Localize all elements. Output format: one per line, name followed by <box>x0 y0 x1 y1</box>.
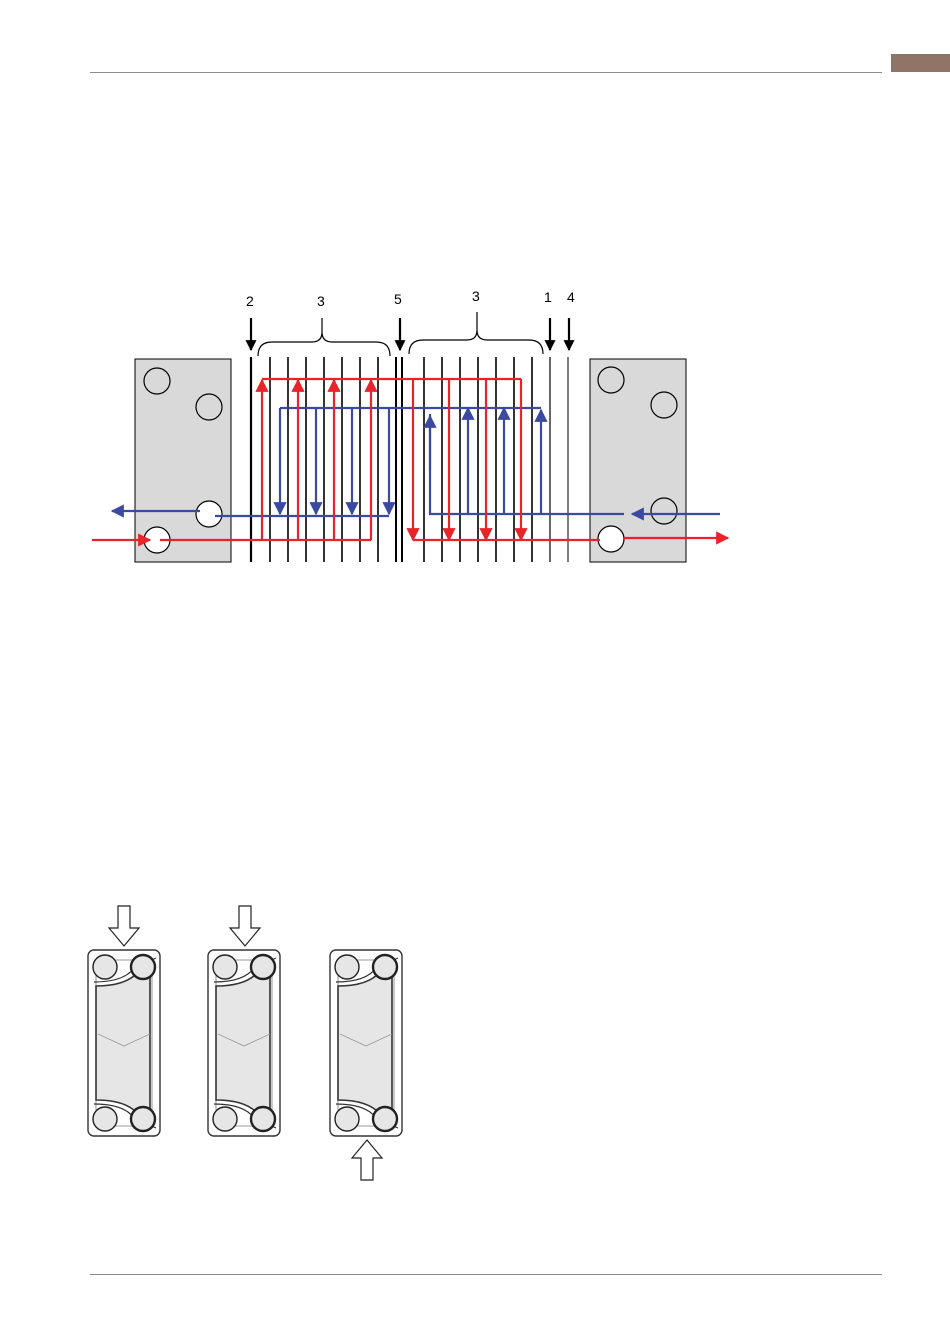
fixed-frame-plate <box>135 359 231 562</box>
flow-arrow-up-icon <box>352 1140 382 1180</box>
callout-4: 4 <box>567 289 575 305</box>
plate-illustrations <box>0 880 950 1280</box>
callout-2: 2 <box>246 293 254 309</box>
pressure-frame-plate <box>590 359 686 562</box>
callout-1: 1 <box>544 289 552 305</box>
flow-diagram: 2 3 5 3 1 4 <box>0 0 950 640</box>
plate-a <box>88 950 160 1136</box>
callout-3-left: 3 <box>317 293 325 309</box>
plate-c <box>330 950 402 1136</box>
flow-arrow-down-icon <box>109 906 139 946</box>
flow-arrow-down-icon <box>230 906 260 946</box>
callout-5: 5 <box>394 291 402 307</box>
plate-b <box>208 950 280 1136</box>
callout-3-right: 3 <box>472 288 480 304</box>
callout-arrows <box>251 318 569 350</box>
